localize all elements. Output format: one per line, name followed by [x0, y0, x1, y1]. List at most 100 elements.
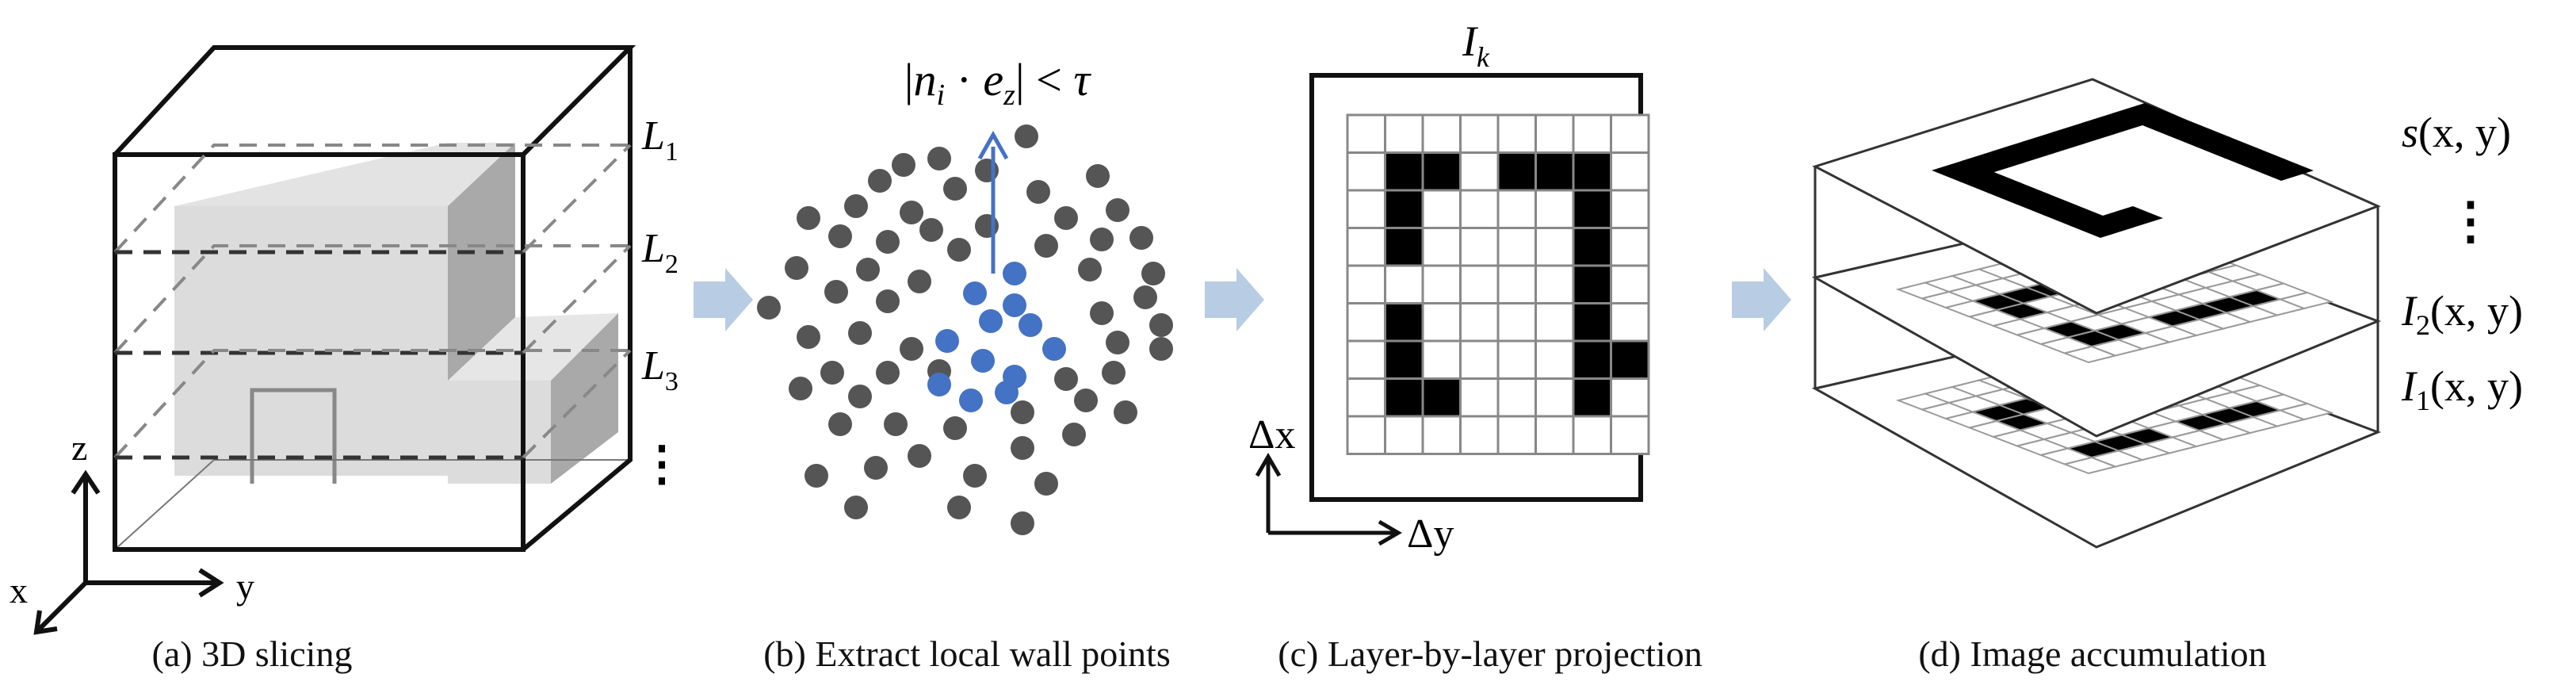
grid-cell: [1572, 113, 1612, 154]
grid-cell: [1346, 339, 1386, 380]
wall-point: [971, 349, 995, 373]
grid-cell-filled: [1572, 377, 1612, 418]
point: [1034, 234, 1058, 258]
layer-cell-filled: [2251, 158, 2314, 182]
grid-cell-filled: [1421, 151, 1462, 192]
grid-cell: [1346, 302, 1386, 343]
grid-cell: [1535, 377, 1575, 418]
grid-cell: [1496, 377, 1537, 418]
grid-cell: [1610, 415, 1650, 455]
wall-point: [1042, 337, 1066, 361]
point: [1149, 313, 1173, 337]
door-outline: [250, 388, 337, 484]
point: [1141, 262, 1165, 285]
grid-cell: [1535, 339, 1575, 380]
layer-label-2: L2: [641, 226, 678, 279]
grid-cell: [1384, 415, 1424, 455]
grid-cell: [1610, 151, 1650, 192]
point: [757, 296, 781, 320]
caption-a: (a) 3D slicing: [152, 634, 353, 674]
grid-cell: [1346, 227, 1386, 267]
wall-point: [927, 373, 951, 396]
grid-cell: [1459, 227, 1500, 267]
point: [1090, 301, 1114, 325]
box-front-face: [174, 206, 448, 476]
grid-cell: [1346, 415, 1386, 455]
grid-cell: [1459, 377, 1500, 418]
grid-cell-filled: [1572, 264, 1612, 304]
grid-cell: [1459, 415, 1500, 455]
grid-cell: [1535, 189, 1575, 229]
grid-cell-filled: [1572, 227, 1612, 267]
point: [1086, 164, 1110, 188]
point: [805, 464, 828, 488]
point: [892, 153, 915, 177]
point: [828, 224, 852, 248]
grid-cell-filled: [1384, 227, 1424, 267]
point: [927, 147, 951, 170]
grid-cell: [1610, 302, 1650, 343]
grid-cell-filled: [1572, 339, 1612, 380]
point: [820, 361, 844, 385]
axis-delta-x: Δx: [1248, 412, 1295, 458]
flow-arrow-2: [1205, 268, 1264, 331]
grid-cell: [1496, 339, 1537, 380]
delta-axes: [1255, 453, 1402, 546]
grid-cell: [1346, 113, 1386, 154]
panel-b-wall-points: |ni · ez| < τ (b) Extract local wall poi…: [757, 54, 1173, 674]
grid-cell: [1459, 339, 1500, 380]
grid-cell: [1496, 264, 1537, 304]
label-s: s(x, y): [2402, 109, 2511, 156]
layer-cell: [2277, 402, 2334, 421]
grid-cell: [1535, 227, 1575, 267]
axis-y-label: y: [236, 566, 254, 607]
grid-cell-filled: [1496, 151, 1537, 192]
point: [824, 280, 848, 304]
grid-cell: [1384, 264, 1424, 304]
box2-right-face: [551, 313, 618, 484]
box2-top: [448, 313, 618, 381]
grid-cell: [1496, 113, 1537, 154]
caption-b: (b) Extract local wall points: [763, 634, 1171, 674]
slice-planes: [113, 144, 632, 460]
layer-cell: [2277, 291, 2334, 310]
wall-point: [995, 381, 1019, 404]
grid-cell: [1610, 113, 1650, 154]
grid-cell-filled: [1384, 189, 1424, 229]
grid-cell: [1421, 302, 1462, 343]
box2-front-face: [448, 381, 551, 484]
grid-cell-filled: [1384, 339, 1424, 380]
grid-cell: [1421, 415, 1462, 455]
label-I2: I2(x, y): [2401, 287, 2523, 341]
point: [868, 169, 892, 193]
panel-c-projection: Ik Δx Δy (c) Layer-by-layer projection: [1248, 17, 1703, 674]
point: [848, 321, 872, 345]
panel-d-accumulation: s(x, y) ⋮ I2(x, y) I1(x, y) (d) Image ac…: [1811, 78, 2523, 674]
grid-cell: [1496, 415, 1537, 455]
grid-cell-filled: [1572, 189, 1612, 229]
point: [908, 444, 931, 468]
layer-label-1: L1: [641, 113, 678, 167]
point: [947, 238, 971, 262]
point: [1114, 400, 1137, 424]
layer-s-pattern: [1932, 102, 2314, 239]
layer-s-plane: [1812, 78, 2381, 315]
cube-top: [113, 45, 636, 157]
point: [1129, 226, 1153, 250]
wall-point: [979, 309, 1003, 333]
point: [1102, 361, 1126, 385]
point: [1062, 423, 1086, 446]
cube-right: [522, 48, 633, 552]
axis-delta-y: Δy: [1407, 511, 1454, 557]
grid-cell: [1459, 113, 1500, 154]
grid-cell: [1496, 227, 1537, 267]
point: [1026, 180, 1050, 204]
grid-cell-filled: [1572, 151, 1612, 192]
grid-cell-filled: [1384, 302, 1424, 343]
point: [1133, 285, 1157, 309]
grid-cell: [1346, 151, 1386, 192]
grid-cell: [1535, 113, 1575, 154]
point: [1011, 511, 1034, 535]
wall-point: [1003, 262, 1026, 285]
point: [876, 230, 900, 254]
